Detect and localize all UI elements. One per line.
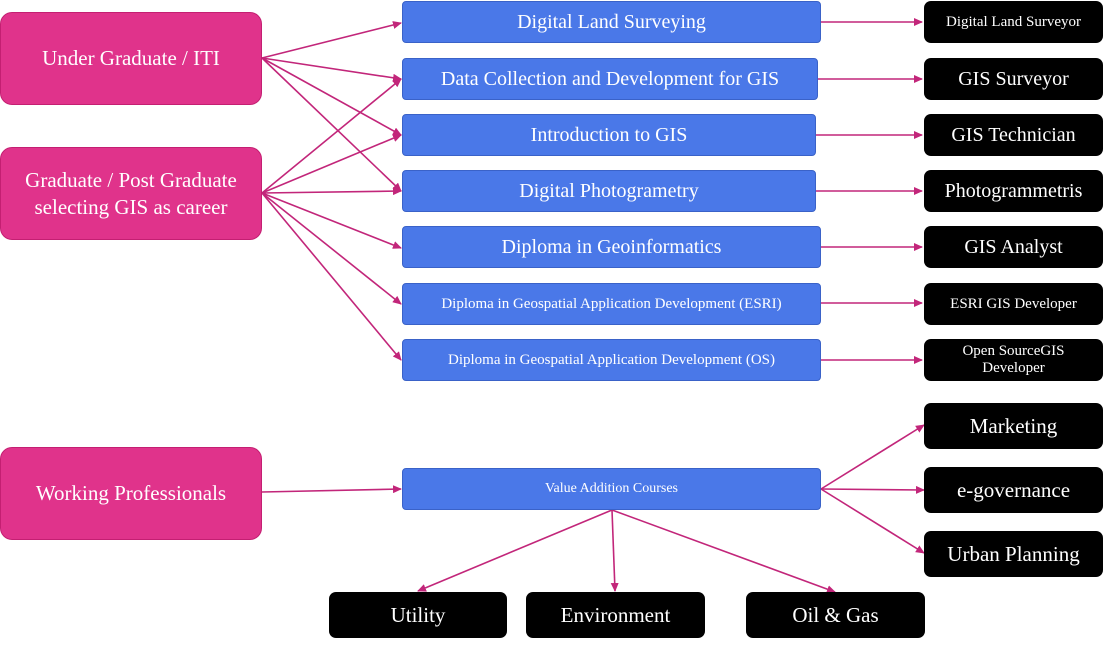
arrow-grad-to-diploma-os: [261, 192, 402, 361]
course-introduction-to-gis-label: Introduction to GIS: [530, 123, 688, 146]
course-diploma-os-label: Diploma in Geospatial Application Develo…: [447, 351, 776, 368]
arrow-grad-to-photogrametry: [261, 187, 402, 196]
source-working-professionals: Working Professionals: [0, 447, 262, 540]
sector-marketing: Marketing: [924, 403, 1103, 449]
course-digital-land-surveying-label: Digital Land Surveying: [517, 10, 706, 33]
course-value-addition: Value Addition Courses: [402, 468, 821, 510]
sector-environment: Environment: [526, 592, 705, 638]
course-diploma-geoinformatics: Diploma in Geoinformatics: [402, 226, 821, 268]
sector-utility-label: Utility: [390, 602, 446, 627]
sector-oil-gas: Oil & Gas: [746, 592, 925, 638]
arrow-to-marketing: [820, 424, 925, 490]
arrow-working-to-value-addition: [261, 485, 402, 494]
arrow-grad-to-intro-gis: [261, 134, 402, 194]
arrow-to-environment: [610, 509, 619, 592]
course-introduction-to-gis: Introduction to GIS: [402, 114, 816, 156]
sector-urban-planning: Urban Planning: [924, 531, 1103, 577]
arrow-ug-to-intro-gis: [261, 57, 402, 136]
outcome-photogrammetris: Photogrammetris: [924, 170, 1103, 212]
outcome-gis-analyst-label: GIS Analyst: [964, 235, 1063, 258]
outcome-os-developer-line1: Open SourceGIS: [962, 342, 1065, 359]
outcome-gis-analyst: GIS Analyst: [924, 226, 1103, 268]
course-diploma-esri-label: Diploma in Geospatial Application Develo…: [441, 295, 782, 312]
outcome-digital-land-surveyor: Digital Land Surveyor: [924, 1, 1103, 43]
source-undergraduate-iti-label: Under Graduate / ITI: [42, 46, 220, 71]
arrow-grad-to-diploma-geoinformatics: [261, 192, 402, 249]
arrow-grad-to-data-collection: [261, 78, 402, 194]
outcome-open-source-gis-developer: Open SourceGIS Developer: [924, 339, 1103, 381]
outcome-esri-gis-developer-label: ESRI GIS Developer: [950, 295, 1077, 312]
source-undergraduate-iti: Under Graduate / ITI: [0, 12, 262, 105]
arrow-to-urban-planning: [820, 488, 925, 554]
arrow-ug-to-land-surveying: [261, 21, 402, 59]
source-graduate-post-graduate: Graduate / Post Graduate selecting GIS a…: [0, 147, 262, 240]
sector-e-governance: e-governance: [924, 467, 1103, 513]
arrow-grad-to-diploma-esri: [261, 192, 402, 305]
outcome-gis-technician-label: GIS Technician: [951, 123, 1076, 146]
source-graduate-line1: Graduate / Post Graduate: [25, 168, 237, 193]
outcome-photogrammetris-label: Photogrammetris: [944, 179, 1083, 202]
course-data-collection-gis: Data Collection and Development for GIS: [402, 58, 818, 100]
course-diploma-esri: Diploma in Geospatial Application Develo…: [402, 283, 821, 325]
arrow-to-egovernance: [820, 485, 925, 494]
sector-environment-label: Environment: [560, 602, 671, 627]
outcome-gis-technician: GIS Technician: [924, 114, 1103, 156]
arrow-ug-to-photogrametry: [261, 57, 402, 192]
outcome-gis-surveyor: GIS Surveyor: [924, 58, 1103, 100]
course-digital-photogrametry-label: Digital Photogrametry: [519, 179, 699, 202]
course-diploma-os: Diploma in Geospatial Application Develo…: [402, 339, 821, 381]
source-graduate-line2: selecting GIS as career: [34, 194, 228, 219]
course-diploma-geoinformatics-label: Diploma in Geoinformatics: [501, 235, 722, 258]
sector-urban-planning-label: Urban Planning: [947, 541, 1080, 566]
outcome-digital-land-surveyor-label: Digital Land Surveyor: [946, 13, 1081, 30]
source-working-professionals-label: Working Professionals: [35, 481, 227, 506]
sector-utility: Utility: [329, 592, 507, 638]
arrow-to-utility: [417, 509, 613, 592]
course-value-addition-label: Value Addition Courses: [545, 481, 678, 497]
outcome-esri-gis-developer: ESRI GIS Developer: [924, 283, 1103, 325]
arrow-to-oil-gas: [611, 509, 836, 593]
course-digital-photogrametry: Digital Photogrametry: [402, 170, 816, 212]
sector-e-governance-label: e-governance: [956, 477, 1071, 502]
arrow-ug-to-data-collection: [261, 57, 402, 82]
outcome-gis-surveyor-label: GIS Surveyor: [958, 67, 1069, 90]
sector-marketing-label: Marketing: [969, 413, 1058, 438]
outcome-os-developer-line2: Developer: [982, 360, 1045, 376]
course-data-collection-gis-label: Data Collection and Development for GIS: [440, 67, 780, 90]
sector-oil-gas-label: Oil & Gas: [792, 602, 879, 627]
course-digital-land-surveying: Digital Land Surveying: [402, 1, 821, 43]
